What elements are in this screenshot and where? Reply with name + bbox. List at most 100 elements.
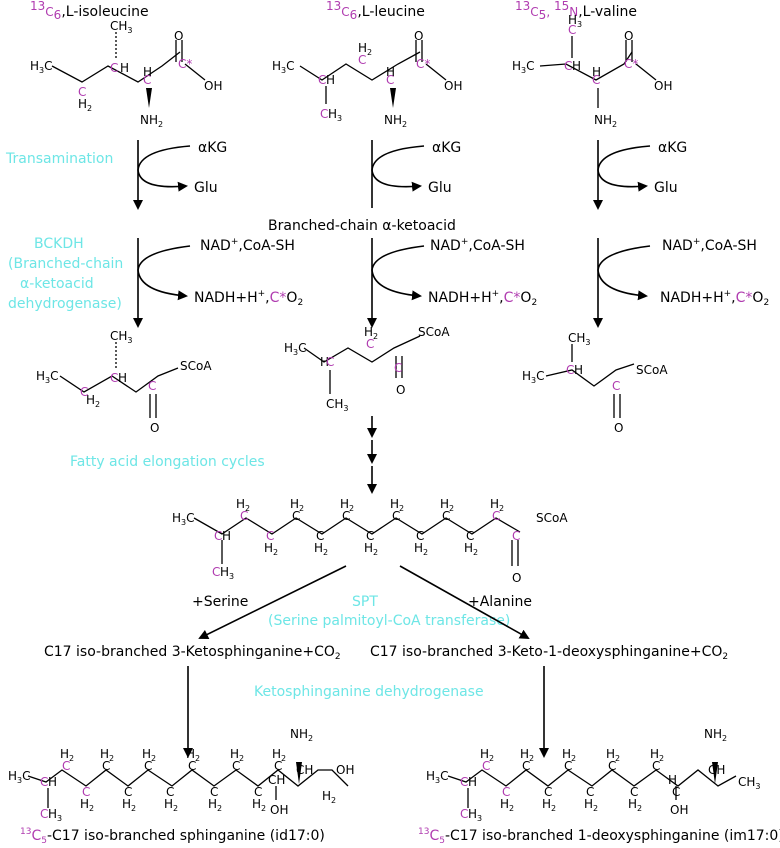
svg-text:C: C (40, 775, 48, 789)
svg-text:C: C (586, 785, 594, 799)
svg-text:NH2: NH2 (704, 727, 727, 743)
svg-text:H3C: H3C (8, 769, 31, 785)
transamination-arrows (133, 140, 651, 210)
svg-text:H3: H3 (468, 807, 482, 823)
glu-2: Glu (428, 180, 452, 196)
svg-text:NH2: NH2 (594, 113, 617, 129)
svg-text:C: C (592, 73, 600, 87)
svg-text:H: H (468, 775, 477, 789)
svg-text:C: C (144, 759, 152, 773)
svg-text:H3C: H3C (512, 59, 535, 75)
svg-text:CH3: CH3 (326, 397, 349, 413)
svg-text:H: H (320, 355, 329, 369)
svg-text:C: C (78, 85, 86, 99)
transamination-label: Transamination (5, 151, 113, 167)
svg-text:C: C (512, 529, 520, 543)
akg-2: αKG (432, 140, 461, 156)
svg-text:C: C (608, 759, 616, 773)
svg-text:H: H (118, 371, 127, 385)
svg-text:C: C (110, 371, 118, 385)
svg-text:H2: H2 (78, 97, 92, 113)
svg-text:C: C (386, 73, 394, 87)
svg-text:H2: H2 (584, 797, 598, 813)
svg-text:O: O (624, 29, 633, 43)
svg-text:C: C (148, 379, 156, 393)
svg-text:H: H (668, 773, 677, 787)
svg-text:H: H (574, 363, 583, 377)
spt-label-2: (Serine palmitoyl-CoA transferase) (268, 613, 510, 629)
svg-text:H2: H2 (164, 797, 178, 813)
svg-text:SCoA: SCoA (418, 325, 450, 339)
bckdh-label-2: (Branched-chain (8, 256, 123, 272)
svg-text:H2: H2 (542, 797, 556, 813)
serine-label: +Serine (192, 594, 248, 610)
svg-text:C: C (568, 23, 576, 37)
svg-text:H3C: H3C (272, 59, 295, 75)
svg-text:C: C (318, 73, 326, 87)
svg-text:H2: H2 (364, 541, 378, 557)
svg-text:C*: C* (178, 57, 192, 71)
leucine-title: 13C6,L-leucine (326, 0, 425, 22)
svg-text:O: O (396, 383, 405, 397)
svg-text:SCoA: SCoA (636, 363, 668, 377)
svg-text:O: O (614, 421, 623, 435)
elongation-label: Fatty acid elongation cycles (70, 454, 265, 470)
nad-1: NAD+,CoA-SH (200, 237, 295, 254)
svg-text:OH: OH (654, 79, 672, 93)
svg-text:OH: OH (670, 803, 688, 817)
svg-text:H2: H2 (628, 797, 642, 813)
svg-text:H: H (386, 65, 395, 79)
svg-text:C: C (460, 807, 468, 821)
svg-text:C: C (326, 355, 334, 369)
svg-text:C: C (442, 509, 450, 523)
svg-text:C: C (652, 759, 660, 773)
nadh-2: NADH+H+,C*O2 (428, 289, 537, 308)
nadh-1: NADH+H+,C*O2 (194, 289, 303, 308)
bcka-label: Branched-chain α-ketoacid (268, 218, 456, 234)
svg-text:H3C: H3C (284, 341, 307, 357)
svg-text:CH: CH (708, 763, 725, 777)
glu-1: Glu (194, 180, 218, 196)
svg-text:CH3: CH3 (110, 329, 133, 345)
svg-text:NH2: NH2 (384, 113, 407, 129)
svg-text:C: C (214, 529, 222, 543)
svg-text:NH2: NH2 (140, 113, 163, 129)
svg-text:C: C (274, 759, 282, 773)
svg-text:C: C (612, 379, 620, 393)
svg-text:C: C (366, 529, 374, 543)
svg-text:C: C (482, 759, 490, 773)
svg-text:C: C (143, 73, 151, 87)
svg-text:C: C (564, 59, 572, 73)
svg-text:H: H (326, 73, 335, 87)
svg-text:H3C: H3C (522, 369, 545, 385)
svg-text:C: C (266, 529, 274, 543)
svg-text:H3: H3 (48, 807, 62, 823)
svg-text:C: C (416, 529, 424, 543)
svg-text:C: C (630, 785, 638, 799)
spt-arrows (198, 565, 530, 639)
svg-text:H2: H2 (208, 797, 222, 813)
svg-text:C*: C* (624, 57, 638, 71)
svg-text:C: C (316, 529, 324, 543)
isovaleryl-coa-center: H3C HC CH3 H2C C O SCoA (284, 325, 450, 413)
ksd-label: Ketosphinganine dehydrogenase (254, 684, 484, 700)
svg-text:OH: OH (336, 763, 354, 777)
svg-text:H: H (143, 65, 152, 79)
bckdh-label-4: dehydrogenase) (8, 296, 122, 312)
ksd-arrows (183, 666, 549, 758)
product-right-caption: 13C5-C17 iso-branched 1-deoxysphinganine… (418, 827, 780, 846)
svg-text:C: C (210, 785, 218, 799)
glu-3: Glu (654, 180, 678, 196)
svg-text:C: C (254, 785, 262, 799)
nad-3: NAD+,CoA-SH (662, 237, 757, 254)
svg-text:C: C (392, 509, 400, 523)
svg-text:C: C (188, 759, 196, 773)
svg-text:H3C: H3C (426, 769, 449, 785)
svg-text:C: C (102, 759, 110, 773)
